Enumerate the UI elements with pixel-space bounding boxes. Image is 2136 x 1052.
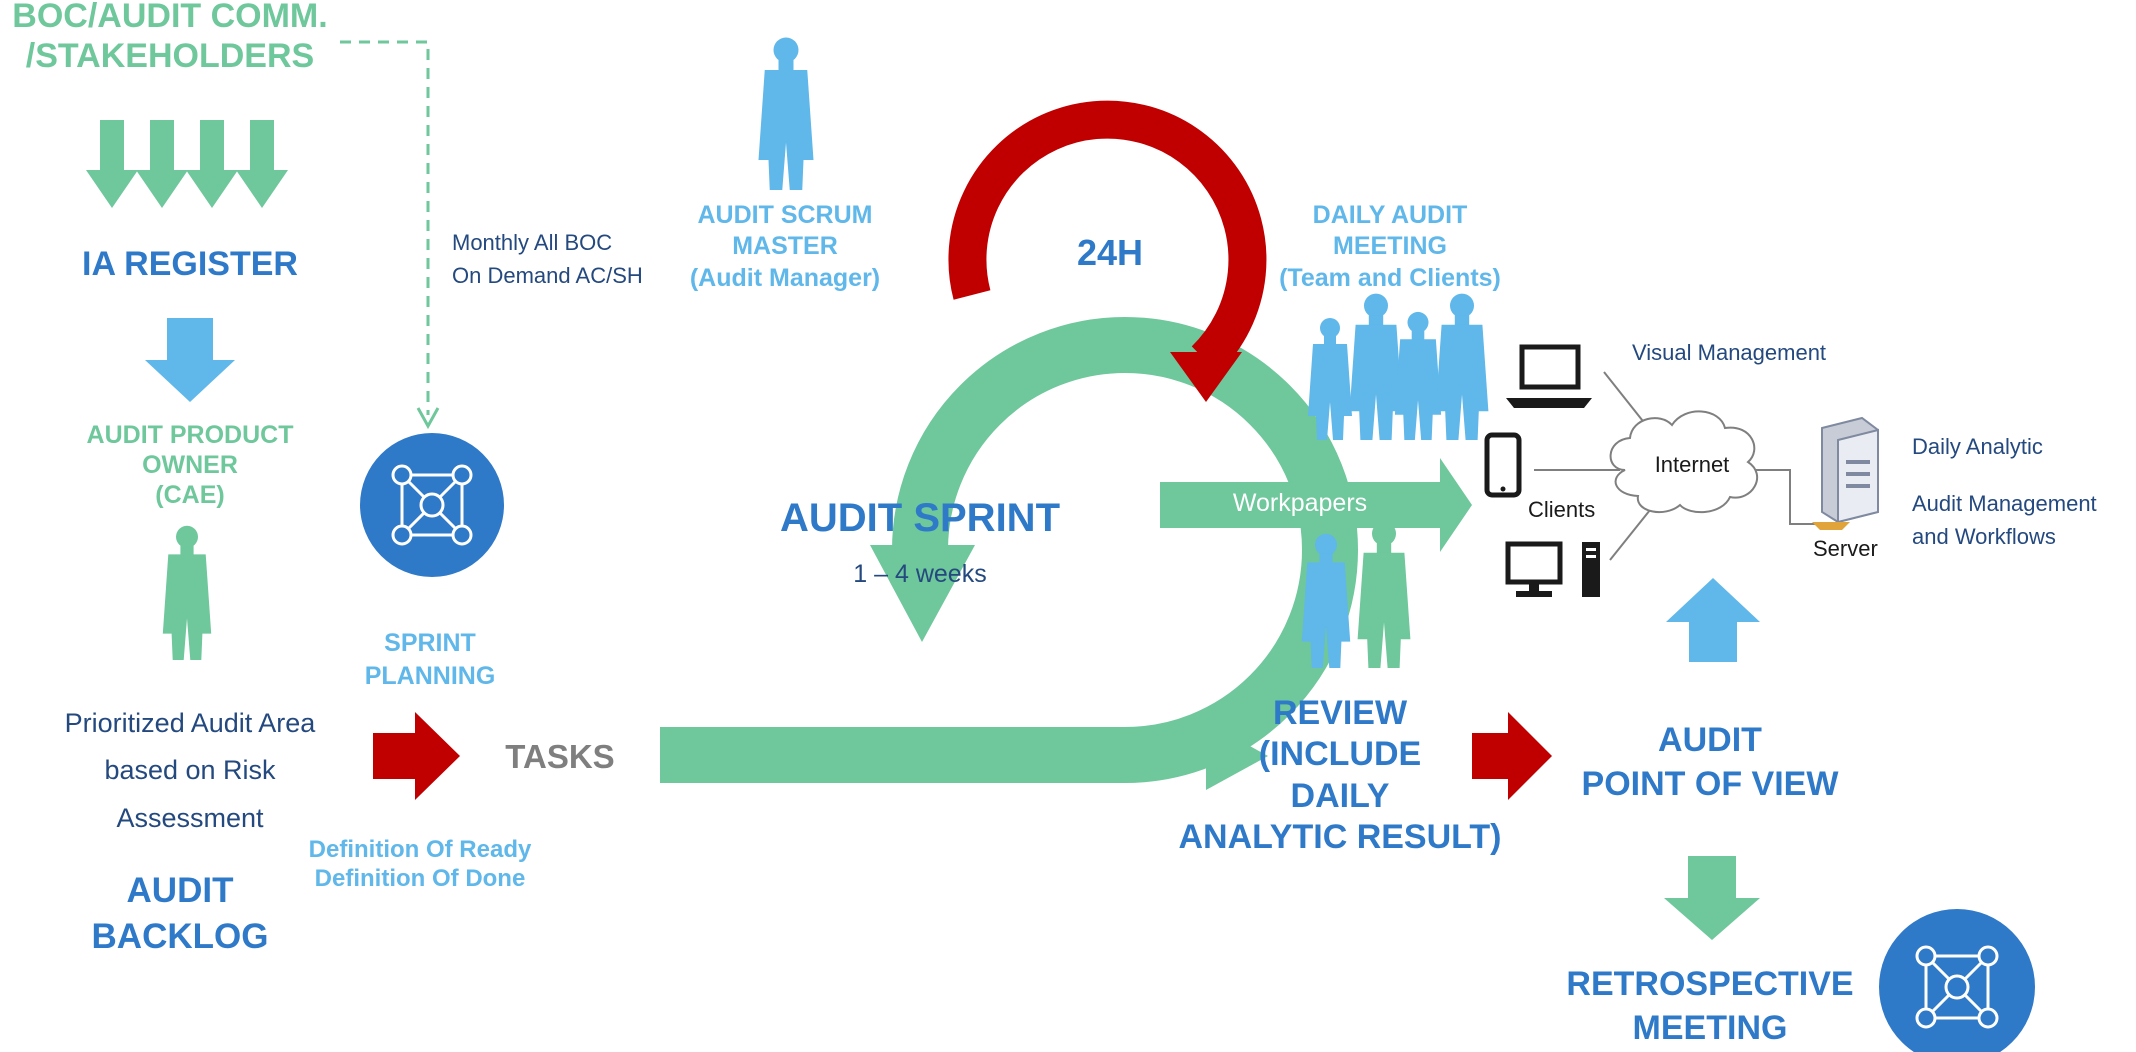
pov-line1: AUDIT xyxy=(1658,721,1762,759)
daily-analytic-label: Daily Analytic xyxy=(1912,434,2043,459)
boc-schedule-line1: Monthly All BOC xyxy=(452,230,613,255)
review-label: REVIEW (INCLUDE DAILY ANALYTIC RESULT) xyxy=(1170,693,1510,859)
server-label: Server xyxy=(1813,536,1878,561)
product-owner-label: AUDIT PRODUCT OWNER (CAE) xyxy=(40,420,340,510)
definition-of-done: Definition Of Done xyxy=(314,864,526,892)
retrospective-label: RETROSPECTIVE MEETING xyxy=(1560,962,1860,1050)
workpapers-label: Workpapers xyxy=(1232,489,1368,517)
sprint-planning-line1: SPRINT xyxy=(384,629,476,657)
definitions-text: Definition Of Ready Definition Of Done xyxy=(290,836,550,894)
review-line2: (INCLUDE xyxy=(1258,735,1422,774)
stakeholder-arrows xyxy=(86,120,288,208)
workpapers-arrow xyxy=(1160,458,1472,552)
ia-register-label: IA REGISTER xyxy=(82,245,298,283)
daily-meeting-label: DAILY AUDIT MEETING (Team and Clients) xyxy=(1260,200,1520,294)
sprint-loop xyxy=(660,100,1358,790)
prioritized-line1: Prioritized Audit Area xyxy=(64,708,316,738)
prioritized-line3: Assessment xyxy=(116,802,264,833)
audit-mgmt-line2: and Workflows xyxy=(1912,524,2056,549)
scrum-master-line2: MASTER xyxy=(732,232,838,261)
sprint-planning-line2: PLANNING xyxy=(364,661,496,690)
server-icon xyxy=(1812,416,1879,530)
retrospective-icon xyxy=(1879,909,2035,1052)
review-line1: REVIEW xyxy=(1272,694,1408,732)
pov-up-arrow xyxy=(1666,578,1760,662)
sprint-planning-label: SPRINT PLANNING xyxy=(330,627,530,692)
stakeholders-line2: /STAKEHOLDERS xyxy=(25,37,315,76)
scrum-master-line3: (Audit Manager) xyxy=(689,263,881,292)
definition-of-ready: Definition Of Ready xyxy=(308,836,532,863)
pov-line2: POINT OF VIEW xyxy=(1581,765,1839,804)
dashed-connector xyxy=(340,40,430,415)
retrospective-line1: RETROSPECTIVE xyxy=(1566,965,1854,1003)
register-down-arrow xyxy=(145,318,235,402)
product-owner-line3: (CAE) xyxy=(155,481,225,509)
backlog-line1: AUDIT xyxy=(126,871,234,910)
phone-icon xyxy=(1484,432,1522,498)
scrum-master-figure xyxy=(758,37,814,190)
desktop-icon xyxy=(1505,541,1600,597)
network-lines xyxy=(1534,371,1830,561)
scrum-master-label: AUDIT SCRUM MASTER (Audit Manager) xyxy=(660,200,910,294)
loop-red-cycle-arrow xyxy=(948,100,1267,374)
audit-sprint-title: AUDIT SPRINT xyxy=(780,496,1060,540)
cycle-24h-label: 24H xyxy=(1076,232,1144,273)
scrum-master-line1: AUDIT SCRUM xyxy=(697,201,873,229)
laptop-icon xyxy=(1506,344,1592,408)
retrospective-line2: MEETING xyxy=(1632,1009,1788,1048)
dashed-arrowhead xyxy=(416,407,440,430)
prioritized-line2: based on Risk xyxy=(104,755,276,786)
stakeholders-label: BOC/AUDIT COMM. /STAKEHOLDERS xyxy=(0,0,340,76)
review-line4: ANALYTIC RESULT) xyxy=(1178,818,1502,857)
review-red-arrow xyxy=(1472,712,1552,800)
sprint-planning-icon xyxy=(360,433,504,577)
tasks-red-arrow xyxy=(373,712,460,800)
product-owner-figure xyxy=(162,525,212,660)
daily-meeting-line1: DAILY AUDIT xyxy=(1312,201,1468,229)
prioritized-area-text: Prioritized Audit Area based on Risk Ass… xyxy=(30,700,350,842)
audit-mgmt-line1: Audit Management xyxy=(1912,491,2097,516)
tasks-label: TASKS xyxy=(505,738,615,775)
audit-backlog-label: AUDIT BACKLOG xyxy=(60,868,300,959)
product-owner-line2: OWNER xyxy=(142,451,238,479)
internet-label: Internet xyxy=(1654,452,1730,477)
daily-meeting-line2: MEETING xyxy=(1333,232,1447,261)
boc-schedule-text: Monthly All BOC On Demand AC/SH xyxy=(452,226,643,292)
product-owner-line1: AUDIT PRODUCT xyxy=(86,421,294,449)
boc-schedule-line2: On Demand AC/SH xyxy=(452,263,643,288)
daily-meeting-figures xyxy=(1308,293,1489,440)
retro-down-arrow xyxy=(1664,856,1760,940)
stakeholders-line1: BOC/AUDIT COMM. xyxy=(12,0,328,35)
internet-cloud-icon xyxy=(1609,410,1759,514)
daily-meeting-line3: (Team and Clients) xyxy=(1279,263,1501,292)
review-line3: DAILY xyxy=(1290,776,1390,815)
visual-management-label: Visual Management xyxy=(1632,340,1827,365)
sprint-duration: 1 – 4 weeks xyxy=(853,560,987,588)
audit-management-label: Audit Management and Workflows xyxy=(1912,487,2097,553)
backlog-line2: BACKLOG xyxy=(91,916,269,956)
point-of-view-label: AUDIT POINT OF VIEW xyxy=(1560,718,1860,806)
clients-label: Clients xyxy=(1528,497,1596,522)
